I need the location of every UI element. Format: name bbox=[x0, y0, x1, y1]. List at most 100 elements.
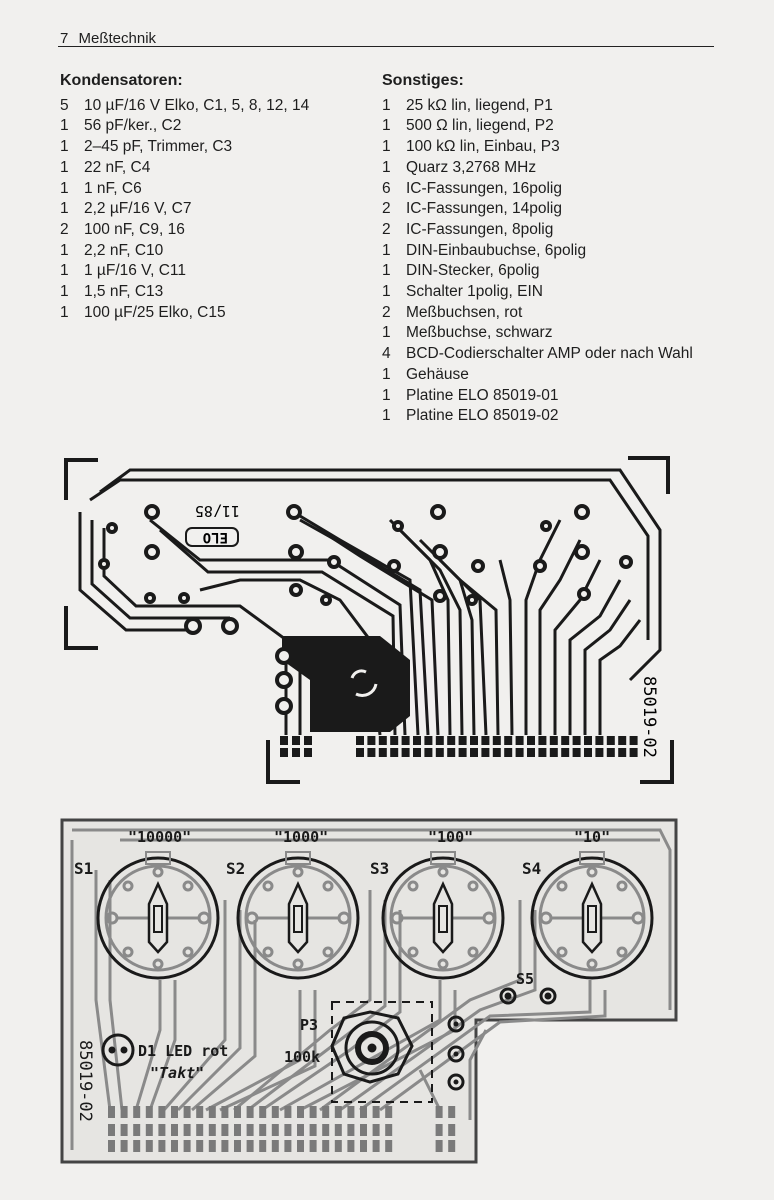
edge-connector-pad bbox=[259, 1106, 267, 1118]
edge-connector-pad bbox=[145, 1124, 153, 1136]
edge-connector-pad bbox=[133, 1106, 141, 1118]
item-description: 1 µF/16 V, C11 bbox=[84, 262, 186, 280]
edge-connector-pad bbox=[322, 1140, 330, 1152]
kondensator-item: 1 1,5 nF, C13 bbox=[60, 282, 309, 303]
sonstiges-item: 1 Meßbuchse, schwarz bbox=[382, 323, 693, 344]
edge-connector-pad bbox=[221, 1124, 229, 1136]
edge-connector-pad bbox=[561, 748, 570, 757]
edge-connector-pad bbox=[595, 748, 604, 757]
switch-label-s2: S2 bbox=[226, 859, 245, 878]
edge-connector-pad bbox=[284, 1124, 292, 1136]
edge-connector-pad bbox=[158, 1124, 166, 1136]
edge-connector-pad bbox=[183, 1106, 191, 1118]
edge-connector-pad bbox=[385, 1140, 393, 1152]
edge-connector-pad bbox=[183, 1140, 191, 1152]
item-quantity: 1 bbox=[382, 324, 391, 342]
item-description: 1,5 nF, C13 bbox=[84, 283, 164, 301]
edge-connector-pad bbox=[309, 1124, 317, 1136]
item-description: Meßbuchse, schwarz bbox=[406, 324, 553, 342]
item-quantity: 1 bbox=[60, 262, 69, 280]
item-description: IC-Fassungen, 16polig bbox=[406, 179, 562, 197]
item-description: 10 µF/16 V Elko, C1, 5, 8, 12, 14 bbox=[84, 96, 310, 114]
edge-connector-pad bbox=[390, 736, 399, 745]
edge-connector-pad bbox=[561, 736, 570, 745]
item-quantity: 1 bbox=[60, 283, 69, 301]
edge-connector-pad bbox=[297, 1124, 304, 1136]
pcb-bottom-board-number: 85019-02 bbox=[75, 1040, 95, 1122]
edge-connector-pad bbox=[271, 1124, 279, 1136]
item-quantity: 1 bbox=[60, 179, 69, 197]
edge-connector-pad bbox=[481, 748, 490, 757]
item-quantity: 2 bbox=[382, 200, 391, 218]
edge-connector-pad bbox=[447, 736, 456, 745]
item-quantity: 1 bbox=[382, 117, 391, 135]
edge-connector-pad bbox=[158, 1140, 166, 1152]
edge-connector-pad bbox=[618, 736, 627, 745]
edge-connector-pad bbox=[584, 748, 592, 757]
led-label: D1 LED rot bbox=[138, 1042, 228, 1060]
edge-connector-pad bbox=[618, 748, 627, 757]
edge-connector-pad bbox=[259, 1124, 267, 1136]
kondensatoren-list: Kondensatoren: 5 10 µF/16 V Elko, C1, 5, … bbox=[60, 71, 309, 323]
edge-connector-pad bbox=[372, 1140, 380, 1152]
edge-connector-pad bbox=[606, 748, 615, 757]
edge-connector-pad bbox=[133, 1124, 141, 1136]
switch-label-s4: S4 bbox=[522, 859, 541, 878]
edge-connector-pad bbox=[280, 736, 288, 745]
edge-connector-pad bbox=[538, 736, 547, 745]
edge-connector-pad bbox=[108, 1106, 115, 1118]
edge-connector-pad bbox=[538, 748, 547, 757]
edge-connector-pad bbox=[322, 1124, 330, 1136]
digit-label-10000: "10000" bbox=[128, 828, 191, 846]
edge-connector-pad bbox=[297, 1106, 304, 1118]
edge-connector-pad bbox=[448, 1140, 456, 1152]
item-description: Platine ELO 85019-01 bbox=[406, 386, 559, 404]
edge-connector-pad bbox=[378, 748, 387, 757]
edge-connector-pad bbox=[424, 736, 433, 745]
page-number: 7 bbox=[60, 30, 69, 47]
item-quantity: 2 bbox=[60, 220, 69, 238]
edge-connector-pad bbox=[145, 1106, 153, 1118]
item-description: DIN-Einbaubuchse, 6polig bbox=[406, 241, 587, 259]
edge-connector-pad bbox=[334, 1106, 342, 1118]
kondensator-item: 1 1 µF/16 V, C11 bbox=[60, 261, 309, 282]
edge-connector-pad bbox=[629, 736, 638, 745]
edge-connector-pad bbox=[435, 1140, 443, 1152]
edge-connector-pad bbox=[448, 1124, 456, 1136]
edge-connector-pad bbox=[458, 748, 467, 757]
edge-connector-pad bbox=[401, 748, 410, 757]
item-quantity: 1 bbox=[382, 96, 391, 114]
edge-connector-pad bbox=[413, 736, 421, 745]
item-quantity: 1 bbox=[60, 117, 69, 135]
item-quantity: 1 bbox=[382, 386, 391, 404]
edge-connector-pad bbox=[171, 1124, 178, 1136]
edge-connector-pad bbox=[196, 1124, 204, 1136]
edge-connector-pad bbox=[458, 736, 467, 745]
edge-connector-pad bbox=[347, 1124, 355, 1136]
edge-connector-pad bbox=[347, 1106, 355, 1118]
item-description: 1 nF, C6 bbox=[84, 179, 142, 197]
edge-connector-pad bbox=[606, 736, 615, 745]
pcb-top-layout: 11/85 ELO 85019-02 bbox=[64, 456, 674, 784]
edge-connector-pad bbox=[515, 736, 524, 745]
edge-connector-pad bbox=[356, 736, 364, 745]
edge-connector-pad bbox=[322, 1106, 330, 1118]
item-quantity: 5 bbox=[60, 96, 69, 114]
kondensatoren-title: Kondensatoren: bbox=[60, 72, 183, 89]
edge-connector-pad bbox=[133, 1140, 141, 1152]
header-rule bbox=[58, 46, 714, 47]
page-header: 7 Meßtechnik bbox=[60, 30, 162, 47]
p3-value-label: 100k bbox=[284, 1048, 320, 1066]
edge-connector-pad bbox=[297, 1140, 304, 1152]
edge-connector-pad bbox=[435, 1124, 443, 1136]
